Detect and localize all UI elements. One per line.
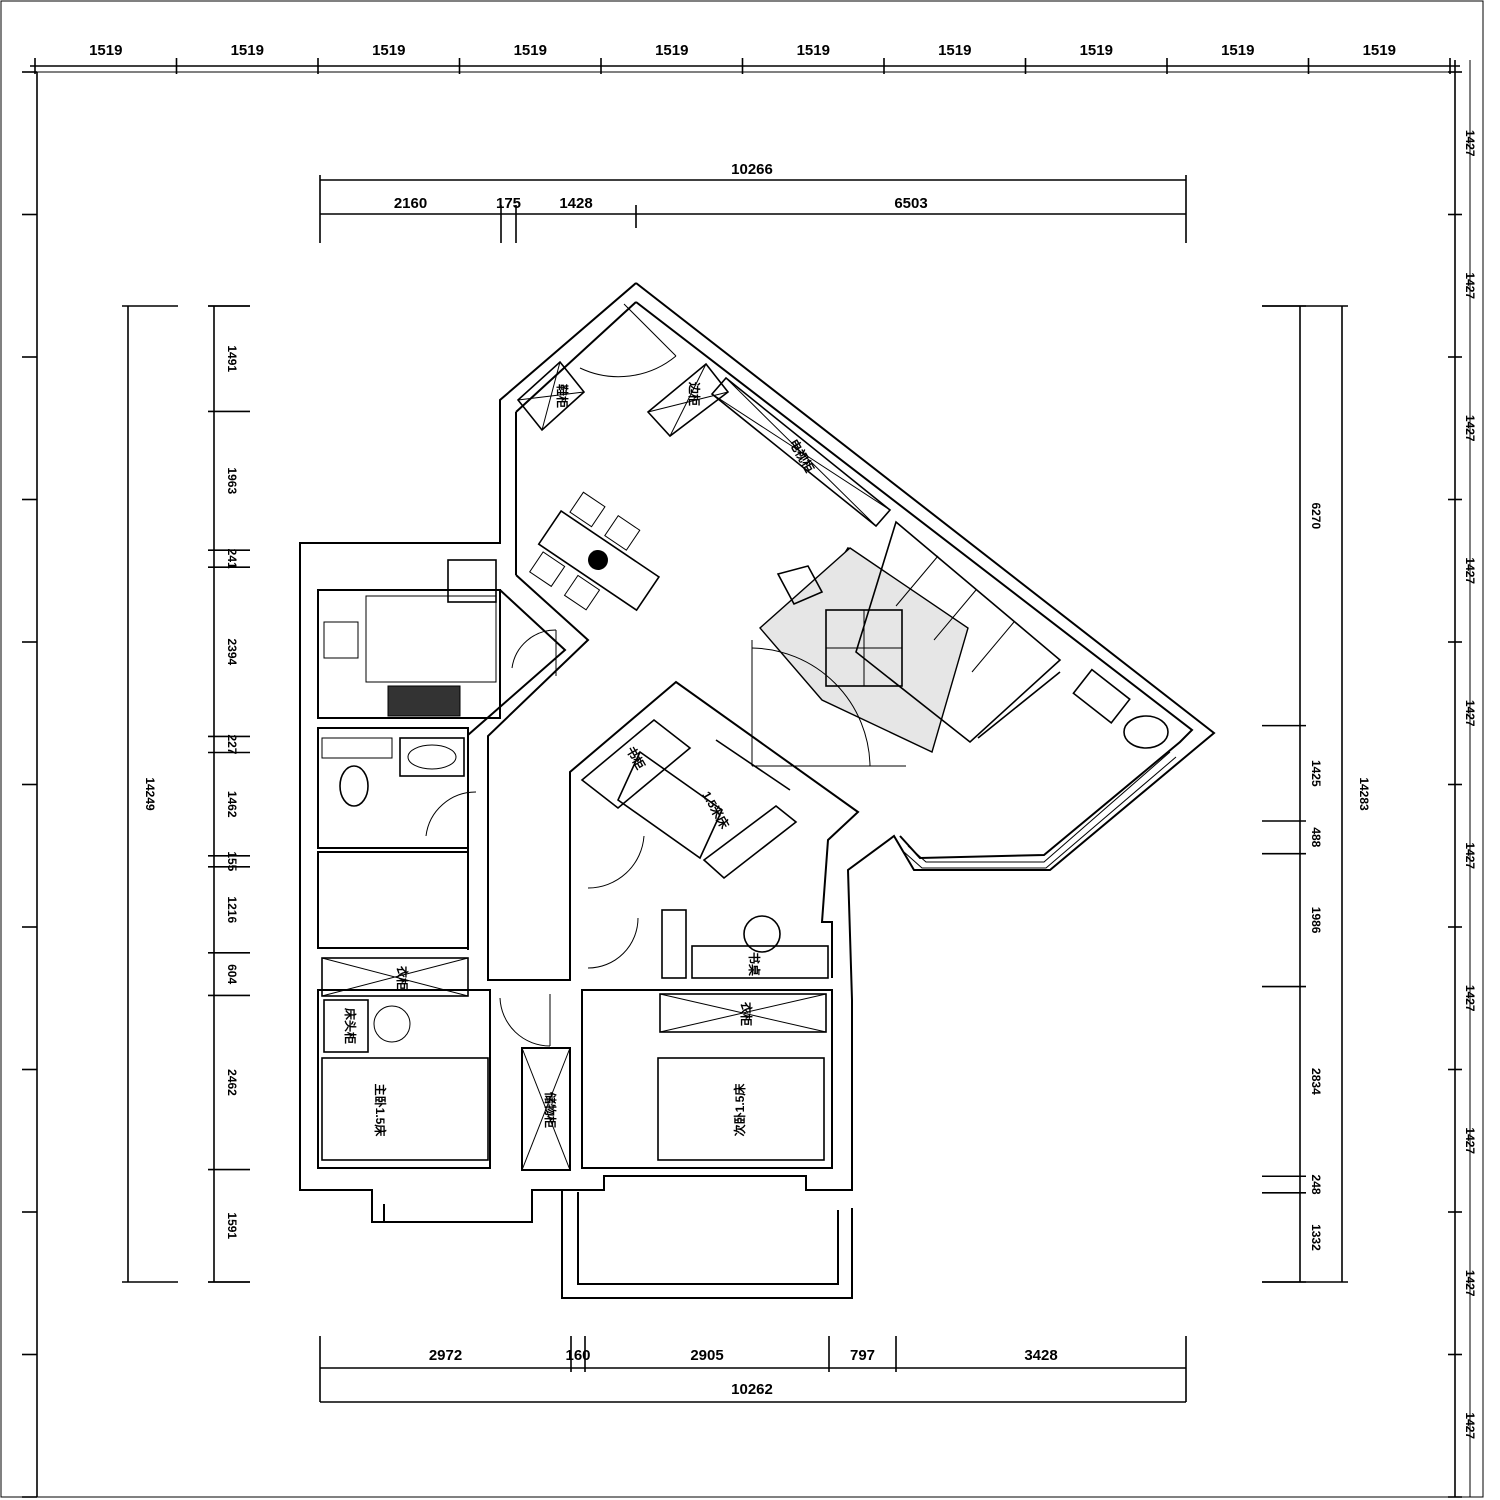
left-segment-dimension: 1963 (225, 467, 239, 494)
master-bed (321, 1057, 489, 1161)
left-segment-dimension: 1216 (225, 896, 239, 923)
top-scale-ruler (30, 58, 1460, 74)
right-scale-label: 1427 (1463, 272, 1477, 299)
master-bedroom-label: 主卧1.5床 (373, 1084, 388, 1138)
top-scale-label: 1519 (231, 42, 264, 59)
room-labels: 主卧1.5床次卧1.5床衣柜衣柜书桌储物柜电视柜鞋柜边柜床头柜1.5米床书柜 (343, 381, 817, 1137)
right-scale-label: 1427 (1463, 1270, 1477, 1297)
left-segment-dimension: 1462 (225, 791, 239, 818)
top-scale-label: 1519 (938, 42, 971, 59)
bottom-total-dimension: 10262 (731, 1381, 773, 1398)
right-segment-dimension: 2834 (1309, 1068, 1323, 1095)
left-total-dimension: 14249 (143, 777, 157, 811)
bedside-table-label: 床头柜 (343, 1008, 358, 1044)
bottom-segment-dimension: 2972 (429, 1347, 462, 1364)
top-scale-label: 1519 (1221, 42, 1254, 59)
right-scale-label: 1427 (1463, 700, 1477, 727)
right-scale-label: 1427 (1463, 985, 1477, 1012)
bottom-segment-dimension: 2905 (690, 1347, 723, 1364)
study-bed-label: 1.5米床 (699, 788, 733, 832)
top-segment-dimension: 6503 (894, 195, 927, 212)
right-segment-dimension: 6270 (1309, 502, 1323, 529)
tv-cabinet-label: 电视柜 (786, 436, 817, 475)
top-scale-label: 1519 (89, 42, 122, 59)
left-segment-dimension: 604 (225, 964, 239, 984)
second-wardrobe-label: 衣柜 (739, 1002, 754, 1026)
fridge (447, 559, 497, 603)
top-total-dimension: 10266 (731, 161, 773, 178)
top-scale-label: 1519 (372, 42, 405, 59)
right-segment-dimension: 488 (1309, 827, 1323, 847)
top-dimension-lines (319, 175, 1187, 243)
top-scale-label: 1519 (1080, 42, 1113, 59)
top-segment-dimension: 2160 (394, 195, 427, 212)
left-segment-dimension: 155 (225, 851, 239, 871)
bottom-segment-dimension: 160 (565, 1347, 590, 1364)
left-segment-dimension: 1491 (225, 345, 239, 372)
desk-label: 书桌 (747, 952, 762, 977)
right-scale-label: 1427 (1463, 1412, 1477, 1439)
furniture-group (321, 303, 1169, 1171)
bottom-segment-dimension: 3428 (1024, 1347, 1057, 1364)
dimension-texts: 1519 1519 1519 1519 1519 1519 1519 1519 1519 1519… (89, 42, 1477, 1439)
right-scale-label: 1427 (1463, 557, 1477, 584)
top-segment-dimension: 175 (496, 195, 521, 212)
right-scale-label: 1427 (1463, 130, 1477, 157)
second-bedroom-label: 次卧1.5床 (732, 1083, 747, 1137)
bottom-dimension-lines (319, 1336, 1187, 1403)
kitchen-counter (365, 595, 497, 683)
living-room-sofa-set (759, 520, 1062, 753)
dining-table (529, 491, 661, 612)
right-segment-dimension: 248 (1309, 1175, 1323, 1195)
bookshelf-label: 书柜 (623, 744, 648, 772)
left-segment-dimension: 241 (225, 549, 239, 569)
top-scale-label: 1519 (797, 42, 830, 59)
left-segment-dimension: 2462 (225, 1069, 239, 1096)
right-dimension-lines (1262, 305, 1348, 1283)
entry-door-arc (579, 355, 677, 378)
right-segment-dimension: 1986 (1309, 907, 1323, 934)
storage-label: 储物柜 (543, 1092, 558, 1128)
left-segment-dimension: 227 (225, 734, 239, 754)
right-scale-label: 1427 (1463, 1127, 1477, 1154)
master-wardrobe-label: 衣柜 (395, 966, 410, 990)
right-total-dimension: 14283 (1357, 777, 1371, 811)
right-scale-label: 1427 (1463, 415, 1477, 442)
right-segment-dimension: 1332 (1309, 1224, 1323, 1251)
shoe-cabinet-label: 鞋柜 (555, 384, 570, 408)
toilet (339, 765, 369, 807)
tv-cabinet (516, 360, 892, 528)
top-scale-label: 1519 (655, 42, 688, 59)
bottom-segment-dimension: 797 (850, 1347, 875, 1364)
floor-plan-walls (299, 282, 1216, 1299)
side-cabinet-label: 边柜 (687, 381, 702, 406)
left-segment-dimension: 1591 (225, 1212, 239, 1239)
right-segment-dimension: 1425 (1309, 760, 1323, 787)
left-segment-dimension: 2394 (225, 638, 239, 665)
second-bed (657, 1057, 825, 1161)
right-scale-label: 1427 (1463, 842, 1477, 869)
top-segment-dimension: 1428 (559, 195, 592, 212)
top-scale-label: 1519 (514, 42, 547, 59)
top-scale-label: 1519 (1363, 42, 1396, 59)
